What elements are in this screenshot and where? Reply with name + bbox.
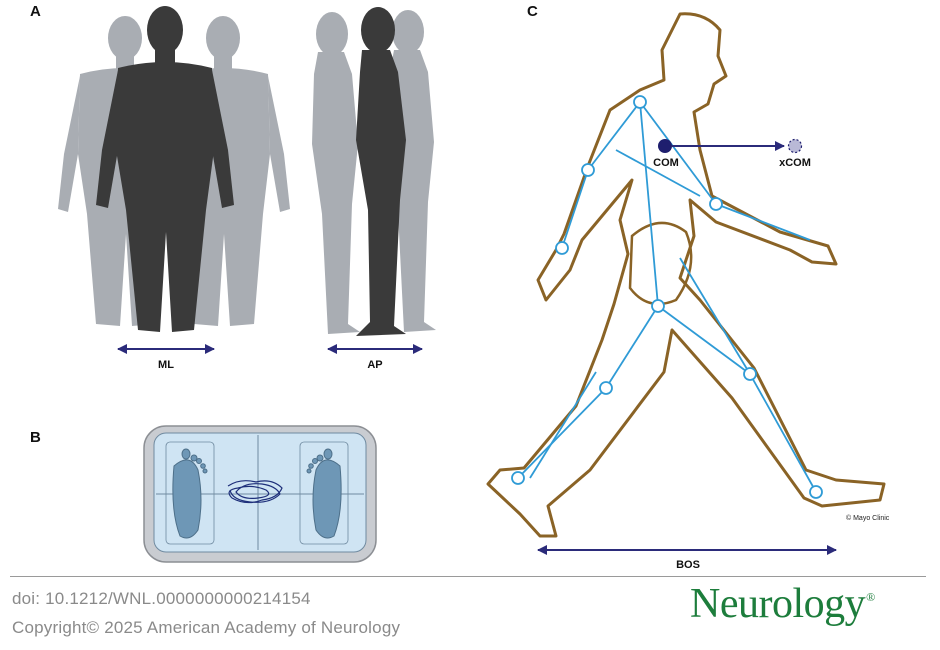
ap-label: AP bbox=[367, 359, 382, 371]
side-figure bbox=[356, 7, 406, 336]
side-ghost-back bbox=[312, 12, 360, 334]
bos-label: BOS bbox=[676, 559, 700, 571]
panel-b: B bbox=[30, 425, 377, 563]
panel-a-letter: A bbox=[30, 3, 41, 20]
xcom-dot-icon bbox=[787, 138, 803, 154]
copyright-text: Copyright© 2025 American Academy of Neur… bbox=[12, 618, 401, 637]
ml-label: ML bbox=[158, 359, 174, 371]
journal-logo: Neurology® bbox=[690, 580, 875, 628]
xcom-label: xCOM bbox=[779, 157, 811, 169]
doi-text: doi: 10.1212/WNL.0000000000214154 bbox=[12, 589, 311, 608]
figure-illustration: A bbox=[30, 3, 890, 571]
journal-name: Neurology bbox=[690, 581, 866, 627]
com-dot-icon bbox=[658, 139, 672, 153]
panel-a: A bbox=[30, 3, 436, 371]
left-foot-icon bbox=[172, 448, 208, 539]
joint-markers bbox=[511, 95, 823, 499]
front-figure bbox=[96, 6, 234, 332]
panel-c-letter: C bbox=[527, 3, 538, 20]
panel-b-letter: B bbox=[30, 429, 41, 446]
footer-divider bbox=[10, 576, 926, 577]
mayo-credit: © Mayo Clinic bbox=[846, 514, 890, 522]
right-foot-icon bbox=[306, 448, 342, 539]
sway-path bbox=[227, 480, 283, 504]
walking-figure-outline bbox=[486, 12, 886, 538]
com-label: COM bbox=[653, 157, 679, 169]
trademark-symbol: ® bbox=[866, 590, 875, 604]
skeleton-lines bbox=[517, 101, 817, 493]
panel-c: C bbox=[486, 3, 890, 571]
